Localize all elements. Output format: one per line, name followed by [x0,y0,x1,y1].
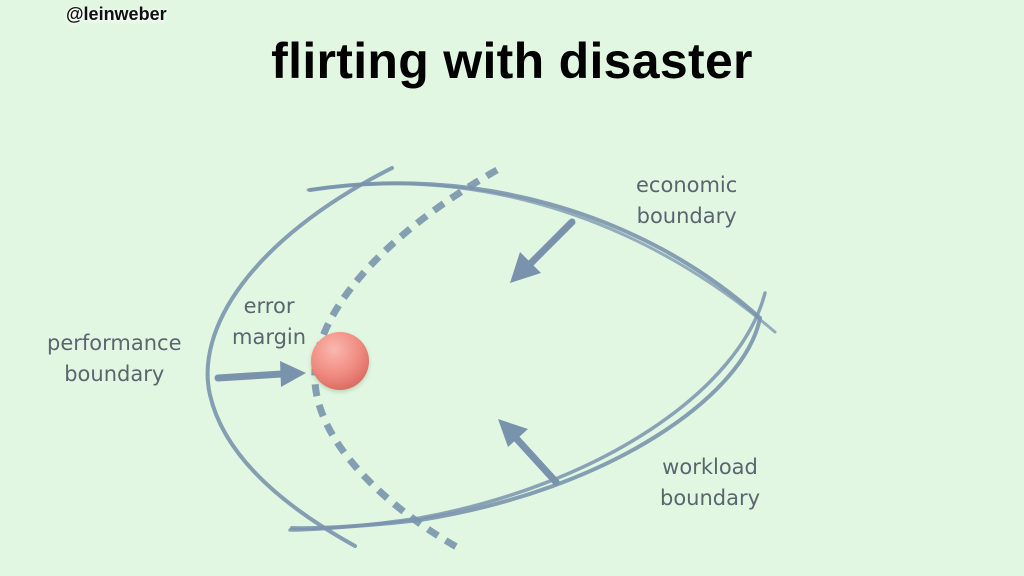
workload-boundary-label-line-1: workload [662,455,758,479]
workload-boundary-line [288,291,767,532]
performance-pressure-arrow [214,361,306,387]
workload-boundary-label: workload boundary [660,452,760,514]
performance-boundary-curve [205,166,394,548]
economic-boundary-label: economic boundary [636,170,737,232]
slide-title: flirting with disaster [271,33,753,89]
error-margin-label-line-1: error [243,294,295,318]
performance-boundary-label-line-2: boundary [64,362,165,386]
performance-boundary-label-line-1: performance [47,331,182,355]
error-margin-label-line-2: margin [232,325,307,349]
economic-boundary-label-line-1: economic [636,173,738,197]
top-boundary-stroke [306,182,777,334]
error-margin-label: error margin [232,291,306,353]
workload-pressure-arrow [498,419,560,486]
economic-pressure-arrow [510,218,576,283]
workload-boundary-label-line-2: boundary [660,486,761,510]
author-handle: @leinweber [66,4,167,24]
economic-boundary-label-line-2: boundary [636,204,737,228]
performance-boundary-label: performance boundary [47,328,182,390]
operating-point-circle [311,332,369,390]
